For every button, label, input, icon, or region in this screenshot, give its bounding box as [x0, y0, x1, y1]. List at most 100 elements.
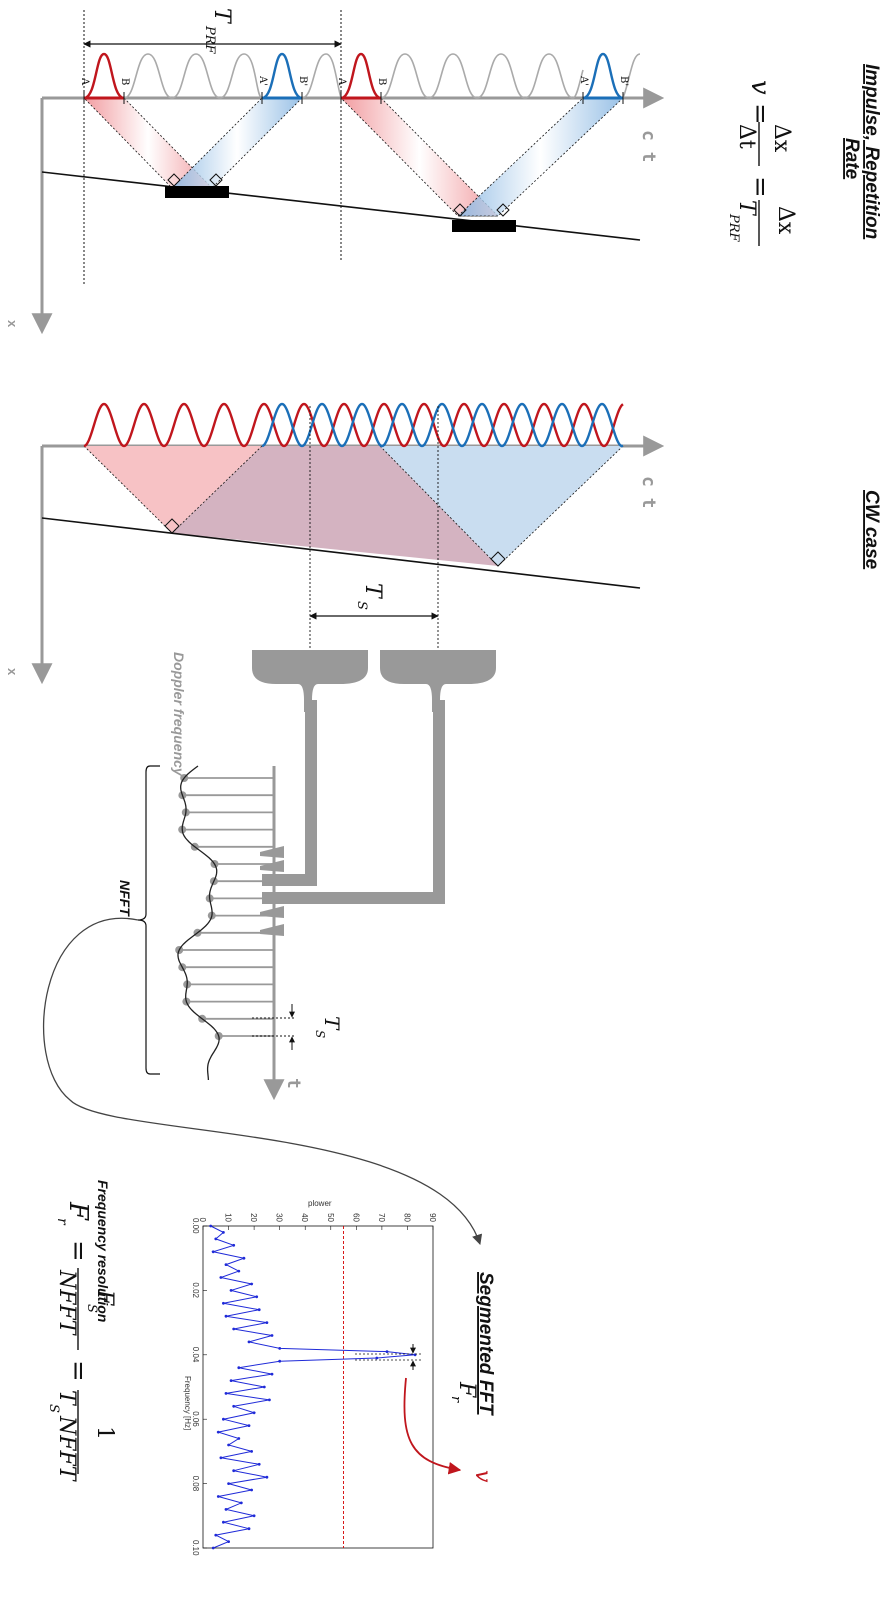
fft-point — [263, 1386, 266, 1389]
fr-formula-den2-tail: NFFT — [54, 1415, 79, 1483]
nfft-brace — [138, 766, 160, 1074]
blue-pulse-beam — [172, 98, 302, 188]
fft-point — [227, 1482, 230, 1485]
velocity-den1: Δt — [734, 124, 759, 149]
fr-formula-eq2: = — [63, 1360, 93, 1382]
fft-point — [222, 1521, 225, 1524]
fft-point — [271, 1334, 274, 1337]
fft-ylabel: plower — [308, 1199, 332, 1208]
fft-point — [225, 1315, 228, 1318]
pulse-label-a: A — [336, 77, 347, 86]
fr-formula-den1: NFFT — [54, 1269, 79, 1337]
velocity-num2: Δx — [773, 206, 798, 235]
fr-formula-num2: 1 — [92, 1426, 117, 1440]
pulse-label-a-prime: A' — [578, 75, 589, 86]
velocity-num1: Δx — [769, 124, 794, 153]
red-pulse — [84, 54, 124, 98]
stem-funnel — [260, 860, 284, 872]
cw-ct-label: c t — [638, 476, 659, 509]
impulse-title-line1: Impulse, Repetition — [861, 64, 882, 239]
ts-sample-label-sub: S — [313, 1030, 327, 1038]
stem-funnel — [260, 846, 284, 858]
fft-point — [271, 1373, 274, 1376]
fft-point — [250, 1450, 253, 1453]
fft-point — [278, 1347, 281, 1350]
grey-wave — [381, 54, 583, 98]
tprf-label: T — [209, 8, 234, 25]
pulse-label-b: B — [376, 78, 387, 85]
fft-point — [227, 1540, 230, 1543]
fft-point — [222, 1302, 225, 1305]
ts-sample-label: T — [320, 1016, 344, 1031]
fft-y-tick-label: 50 — [326, 1213, 335, 1222]
fft-point — [219, 1456, 222, 1459]
cw-red-wave — [84, 404, 623, 446]
fft-plot-frame — [203, 1226, 433, 1548]
fft-point — [232, 1469, 235, 1472]
fft-point — [268, 1399, 271, 1402]
fft-point — [375, 1357, 378, 1360]
doppler-frequency-label: Doppler frequency — [171, 652, 187, 777]
fft-point — [248, 1341, 251, 1344]
fft-point — [222, 1231, 225, 1234]
ts-label-sub: S — [354, 601, 369, 610]
sample-stems — [175, 774, 274, 1040]
blue-pulse-beam — [458, 98, 623, 216]
fr-label-sub: r — [448, 1396, 463, 1403]
fft-y-tick-label: 60 — [351, 1213, 360, 1222]
fft-y-tick-label: 20 — [249, 1213, 258, 1222]
fft-y-tick-label: 0 — [198, 1218, 207, 1223]
fft-point — [237, 1270, 240, 1273]
t-axis-label: t — [283, 1078, 304, 1089]
stem-funnel — [260, 906, 284, 918]
funnel-pipe — [262, 874, 317, 886]
fft-point — [255, 1295, 258, 1298]
pulse-label-b-prime: B' — [618, 76, 629, 86]
fft-point — [266, 1321, 269, 1324]
fft-point — [227, 1444, 230, 1447]
fft-x-tick-label: 0.08 — [191, 1476, 200, 1492]
stem-funnel — [260, 924, 284, 936]
fft-point — [225, 1392, 228, 1395]
fft-y-tick-label: 80 — [402, 1213, 411, 1222]
funnel-pipe — [433, 700, 445, 904]
velocity-den2-sub: PRF — [726, 213, 741, 243]
red-pulse-beam — [341, 98, 498, 216]
target-block — [452, 220, 516, 232]
fft-y-tick-label: 10 — [224, 1213, 233, 1222]
fft-point — [225, 1508, 228, 1511]
target-block — [165, 186, 229, 198]
fft-point — [232, 1405, 235, 1408]
fft-point — [219, 1276, 222, 1279]
fft-point — [217, 1431, 220, 1434]
pulse-label-a-prime: A' — [257, 75, 268, 86]
red-pulse — [341, 54, 381, 98]
fft-point — [248, 1424, 251, 1427]
fft-point — [232, 1328, 235, 1331]
velocity-formula: v = Δx Δt = Δx T PRF — [726, 80, 798, 246]
grey-wave — [124, 54, 262, 98]
fft-point — [253, 1514, 256, 1517]
v-label: v — [470, 1470, 495, 1483]
impulse-ct-label: c t — [638, 130, 659, 163]
fft-point — [225, 1263, 228, 1266]
tprf-label-sub: PRF — [202, 25, 217, 55]
fft-y-tick-label: 30 — [275, 1213, 284, 1222]
fft-point — [217, 1495, 220, 1498]
fft-point — [266, 1476, 269, 1479]
fft-point — [230, 1379, 233, 1382]
funnel-pipe — [305, 700, 317, 886]
fft-point — [250, 1283, 253, 1286]
fft-x-tick-label: 0.02 — [191, 1282, 200, 1298]
fft-point — [240, 1502, 243, 1505]
impulse-diagram: c t x T PRF — [5, 8, 660, 330]
funnel-pipe — [262, 892, 445, 904]
fft-point — [258, 1308, 261, 1311]
fr-formula-num1-sub: S — [84, 1304, 99, 1313]
fft-point — [214, 1534, 217, 1537]
sampled-signal: t T S NFFT — [44, 766, 480, 1244]
fft-point — [237, 1437, 240, 1440]
fft-point — [214, 1238, 217, 1241]
pulse-label-b: B — [119, 78, 130, 85]
